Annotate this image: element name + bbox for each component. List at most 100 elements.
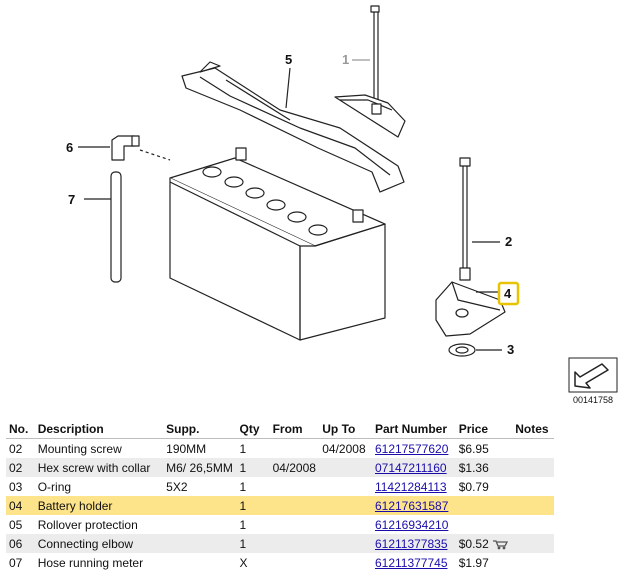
cell-qty: 1 <box>236 496 270 515</box>
cell-no: 02 <box>9 441 23 456</box>
table-row: 05 Rollover protection 1 61216934210 <box>6 515 554 534</box>
cell-qty: 1 <box>239 517 247 532</box>
table-row: 06 Connecting elbow 1 61211377835 $0.52 <box>6 534 554 553</box>
part-number-link[interactable]: 11421284113 <box>374 479 447 494</box>
cell-no: 03 <box>9 479 23 494</box>
header-description: Description <box>34 419 164 439</box>
cell-up-to <box>319 515 372 534</box>
cell-part-number: 61217631587 <box>371 496 456 515</box>
cell-qty: 1 <box>236 458 270 477</box>
part-3-o-ring <box>448 343 476 357</box>
cell-qty: 1 <box>239 479 247 494</box>
cell-description: Battery holder <box>34 496 164 515</box>
cell-supp <box>163 515 236 534</box>
part-number-link[interactable]: 61211377745 <box>374 555 448 570</box>
cell-no: 07 <box>9 555 23 570</box>
cell-description: O-ring <box>37 479 72 494</box>
header-up-to: Up To <box>319 419 372 439</box>
cell-notes <box>512 534 554 553</box>
header-price: Price <box>455 419 513 439</box>
cell-notes <box>512 439 554 459</box>
cell-price <box>455 496 513 515</box>
cell-description: Mounting screw <box>37 441 122 456</box>
cell-up-to: 04/2008 <box>322 441 366 456</box>
part-6-connecting-elbow <box>111 135 140 161</box>
cell-no: 05 <box>9 517 23 532</box>
header-qty: Qty <box>236 419 270 439</box>
header-part-number: Part Number <box>371 419 456 439</box>
part-7-hose <box>110 171 122 283</box>
callout-7: 7 <box>68 192 75 207</box>
callout-1: 1 <box>342 52 349 67</box>
cell-part-number: 61211377835 <box>371 534 456 553</box>
cell-description: Connecting elbow <box>34 534 164 553</box>
cart-icon[interactable] <box>492 539 508 550</box>
cell-up-to <box>319 534 372 553</box>
part-1-bolt-bracket <box>334 5 406 138</box>
table-row: 03 O-ring 5X2 1 11421284113 $0.79 <box>6 477 554 496</box>
cell-part-number: 61211377745 <box>372 553 456 572</box>
cell-part-number: 11421284113 <box>372 477 456 496</box>
cell-up-to <box>319 553 372 572</box>
cell-supp: 190MM <box>166 441 207 456</box>
cell-part-number: 07147211160 <box>371 458 456 477</box>
part-number-link[interactable]: 61217631587 <box>374 498 449 513</box>
header-no: No. <box>6 419 35 439</box>
cell-supp <box>163 553 236 572</box>
part-number-link[interactable]: 61217577620 <box>374 441 449 456</box>
callout-4-highlight <box>497 281 520 306</box>
part-number-link[interactable]: 61211377835 <box>374 536 448 551</box>
cell-from: 04/2008 <box>269 458 320 477</box>
table-row: 07 Hose running meter X 61211377745 $1.9… <box>6 553 554 572</box>
cell-part-number: 61217577620 <box>372 439 456 459</box>
header-from: From <box>269 419 320 439</box>
battery <box>169 147 386 341</box>
price-value: $0.52 <box>458 536 489 551</box>
table-row: 02 Hex screw with collar M6/ 26,5MM 1 04… <box>6 458 554 477</box>
callout-2: 2 <box>505 234 512 249</box>
cell-price: $1.36 <box>455 458 513 477</box>
cell-supp: M6/ 26,5MM <box>163 458 237 477</box>
part-4-battery-holder <box>435 281 506 337</box>
part-number-link[interactable]: 61216934210 <box>374 517 449 532</box>
cell-qty: X <box>239 555 248 570</box>
cell-up-to <box>319 496 372 515</box>
header-supp: Supp. <box>163 419 237 439</box>
callout-3: 3 <box>507 342 514 357</box>
cell-description: Hose running meter <box>37 555 144 570</box>
cell-notes <box>512 553 554 572</box>
cell-notes <box>512 515 554 534</box>
table-header-row: No. Description Supp. Qty From Up To Par… <box>6 419 554 439</box>
cell-from <box>269 496 320 515</box>
cell-from <box>270 553 320 572</box>
cell-price: $1.97 <box>458 555 489 570</box>
table-row-selected: 04 Battery holder 1 61217631587 <box>6 496 554 515</box>
part-2-mounting-screw <box>459 157 471 281</box>
arrow-icon <box>574 363 609 389</box>
cell-from <box>270 515 320 534</box>
cell-description: Rollover protection <box>37 517 138 532</box>
cell-price: $0.79 <box>458 479 489 494</box>
cell-supp: 5X2 <box>166 479 188 494</box>
cell-qty: 1 <box>239 441 247 456</box>
cell-notes <box>512 496 554 515</box>
cell-supp <box>163 534 237 553</box>
cell-from <box>269 534 320 553</box>
cell-no: 04 <box>6 496 35 515</box>
callout-6: 6 <box>66 140 73 155</box>
cell-from <box>270 477 320 496</box>
callout-4[interactable]: 4 <box>504 286 512 301</box>
cell-notes <box>512 477 554 496</box>
cell-from <box>270 439 320 459</box>
cell-up-to <box>319 477 372 496</box>
part-number-link[interactable]: 07147211160 <box>374 460 447 475</box>
cell-up-to <box>319 458 372 477</box>
parts-diagram: 1 2 3 4 5 6 7 00141758 <box>66 5 618 405</box>
cell-price: $0.52 <box>455 534 513 553</box>
header-notes: Notes <box>512 419 554 439</box>
diagram-id-badge: 00141758 <box>568 357 618 405</box>
cell-price <box>456 515 513 534</box>
callout-5: 5 <box>285 52 292 67</box>
cell-qty: 1 <box>236 534 270 553</box>
part-5-rollover-protection <box>181 61 405 193</box>
